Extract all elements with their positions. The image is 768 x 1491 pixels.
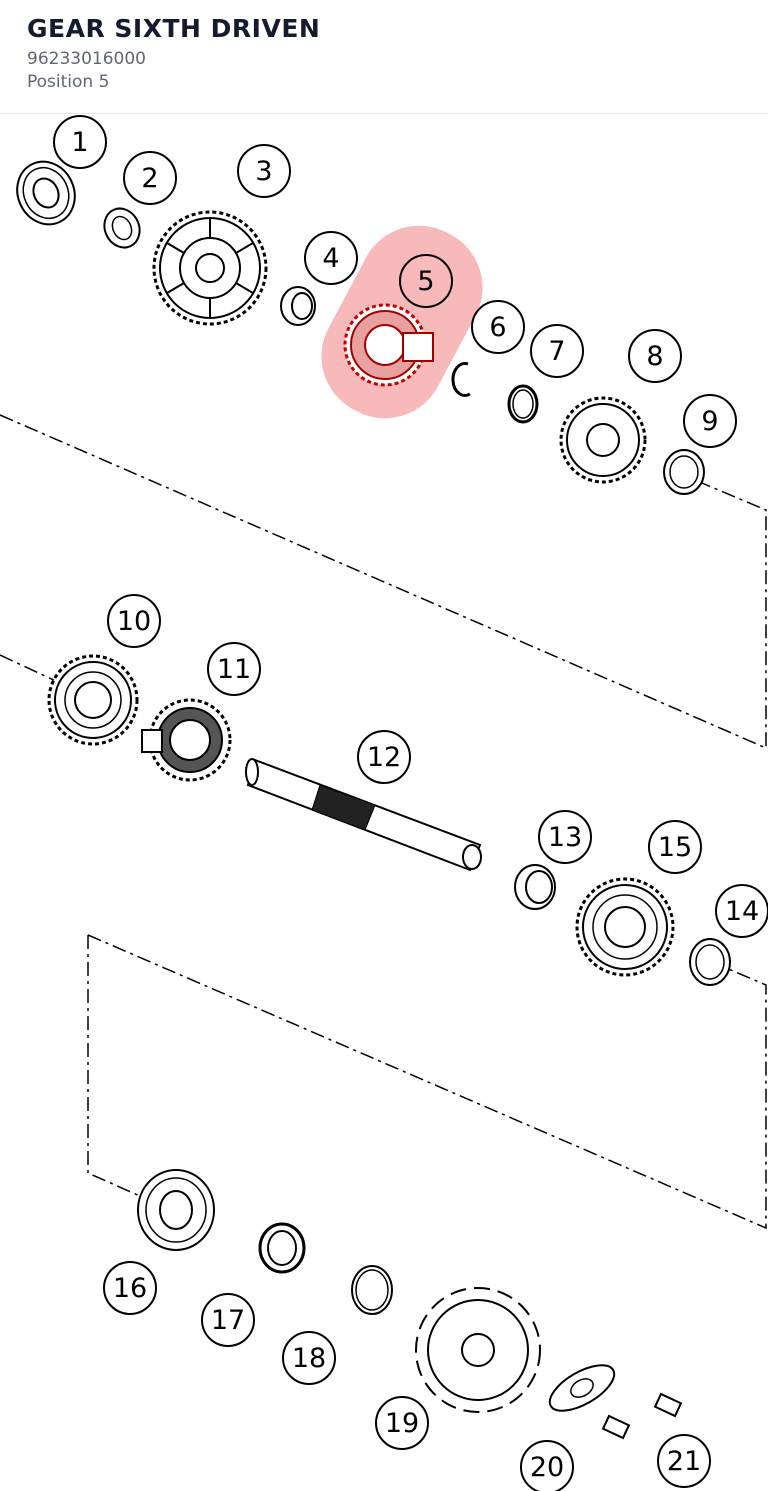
part-17-seal[interactable] xyxy=(258,1222,306,1274)
part-1-bearing[interactable] xyxy=(7,152,85,234)
part-4-bushing[interactable] xyxy=(280,286,316,326)
part-7-washer[interactable] xyxy=(507,384,539,424)
part-9-washer[interactable] xyxy=(663,449,705,495)
svg-text:11: 11 xyxy=(217,654,251,685)
svg-text:17: 17 xyxy=(211,1305,245,1336)
callout-19[interactable]: 19 xyxy=(375,1396,429,1450)
part-15-gear[interactable] xyxy=(575,877,675,977)
part-position: Position 5 xyxy=(27,72,110,92)
part-6-circlip[interactable] xyxy=(451,362,471,397)
callout-3[interactable]: 3 xyxy=(237,144,291,198)
part-3-gear[interactable] xyxy=(152,210,268,326)
svg-text:2: 2 xyxy=(141,163,158,194)
svg-text:5: 5 xyxy=(417,266,434,297)
callout-1[interactable]: 1 xyxy=(53,115,107,169)
callout-11[interactable]: 11 xyxy=(207,642,261,696)
svg-text:3: 3 xyxy=(255,156,272,187)
svg-text:10: 10 xyxy=(117,606,151,637)
callout-6[interactable]: 6 xyxy=(471,300,525,354)
part-21-bolt[interactable] xyxy=(601,1392,683,1440)
svg-text:7: 7 xyxy=(548,336,565,367)
svg-text:4: 4 xyxy=(322,243,339,274)
callout-21[interactable]: 21 xyxy=(657,1434,711,1488)
svg-text:21: 21 xyxy=(667,1446,701,1477)
svg-text:1: 1 xyxy=(71,127,88,158)
part-11-gear[interactable] xyxy=(141,698,232,782)
svg-text:6: 6 xyxy=(489,312,506,343)
callout-15[interactable]: 15 xyxy=(648,820,702,874)
svg-text:9: 9 xyxy=(701,406,718,437)
svg-text:13: 13 xyxy=(548,822,582,853)
svg-text:8: 8 xyxy=(646,341,663,372)
part-8-gear[interactable] xyxy=(559,396,647,484)
part-14-washer[interactable] xyxy=(689,938,731,986)
part-title: GEAR SIXTH DRIVEN xyxy=(27,14,321,43)
callout-8[interactable]: 8 xyxy=(628,329,682,383)
part-18-ring[interactable] xyxy=(351,1265,393,1315)
exploded-parts-diagram: 1 2 3 4 5 6 7 8 9 10 11 12 13 15 14 16 1… xyxy=(0,115,768,1491)
part-12-shaft[interactable] xyxy=(245,758,482,872)
svg-text:14: 14 xyxy=(725,896,759,927)
callout-9[interactable]: 9 xyxy=(683,394,737,448)
callout-16[interactable]: 16 xyxy=(103,1261,157,1315)
svg-text:15: 15 xyxy=(658,832,692,863)
svg-text:12: 12 xyxy=(367,742,401,773)
callout-20[interactable]: 20 xyxy=(520,1440,574,1491)
part-header: GEAR SIXTH DRIVEN 96233016000 Position 5 xyxy=(0,0,768,114)
callout-7[interactable]: 7 xyxy=(530,324,584,378)
callout-10[interactable]: 10 xyxy=(107,594,161,648)
svg-text:18: 18 xyxy=(292,1343,326,1374)
part-10-gear[interactable] xyxy=(47,654,139,746)
svg-text:19: 19 xyxy=(385,1408,419,1439)
callout-17[interactable]: 17 xyxy=(201,1293,255,1347)
callouts: 1 2 3 4 5 6 7 8 9 10 11 12 13 15 14 16 1… xyxy=(53,115,768,1491)
callout-12[interactable]: 12 xyxy=(357,730,411,784)
part-16-bearing[interactable] xyxy=(137,1169,215,1251)
callout-5[interactable]: 5 xyxy=(399,254,453,308)
callout-18[interactable]: 18 xyxy=(282,1331,336,1385)
part-19-sprocket[interactable] xyxy=(415,1287,541,1413)
part-2-washer[interactable] xyxy=(98,203,146,254)
assembly-lines xyxy=(0,414,767,1230)
callout-4[interactable]: 4 xyxy=(304,231,358,285)
callout-13[interactable]: 13 xyxy=(538,810,592,864)
part-number: 96233016000 xyxy=(27,49,146,69)
svg-text:16: 16 xyxy=(113,1273,147,1304)
part-5-gear-sixth-driven[interactable] xyxy=(343,303,434,387)
callout-14[interactable]: 14 xyxy=(715,884,768,938)
part-13-bushing[interactable] xyxy=(514,864,556,910)
part-20-lock-plate[interactable] xyxy=(543,1356,621,1420)
svg-text:20: 20 xyxy=(530,1452,564,1483)
callout-2[interactable]: 2 xyxy=(123,151,177,205)
